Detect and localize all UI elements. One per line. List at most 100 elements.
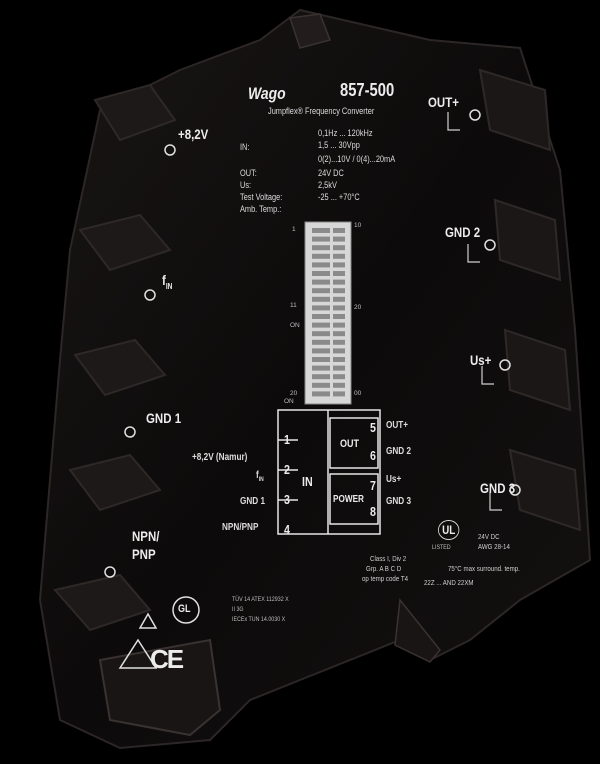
cert-zone: 22Z ... AND 22XM bbox=[424, 578, 474, 587]
dip-switch-slot bbox=[333, 339, 345, 345]
spec-out-value: 0(2)...10V / 0(4)...20mA bbox=[318, 154, 396, 164]
dip-mark-20b: 20 bbox=[290, 390, 298, 397]
cert-line-3: op temp code T4 bbox=[362, 574, 409, 583]
rating-2: AWG 28-14 bbox=[478, 542, 510, 551]
terminal-marker-3 bbox=[124, 426, 136, 438]
dip-switch-slot bbox=[333, 245, 345, 251]
dip-switch bbox=[312, 262, 330, 268]
terminal-marker-4 bbox=[104, 566, 116, 578]
rating-1: 24V DC bbox=[478, 532, 500, 541]
model-number: 857-500 bbox=[340, 80, 395, 100]
dip-switch bbox=[312, 374, 330, 380]
dip-mark-on-1: ON bbox=[290, 322, 300, 329]
dip-switch bbox=[312, 296, 330, 302]
wiring-out-box: OUT bbox=[340, 438, 360, 450]
dip-mark-00: 00 bbox=[354, 390, 362, 397]
label-gnd2: GND 2 bbox=[445, 224, 481, 240]
dip-switch-slot bbox=[333, 322, 345, 328]
wiring-pin-6: 6 bbox=[370, 448, 376, 463]
ul-mark: UL bbox=[438, 520, 460, 540]
wiring-pin-1: 1 bbox=[284, 432, 290, 447]
dip-switch bbox=[312, 314, 330, 319]
dip-mark-10: 10 bbox=[354, 222, 362, 229]
cert-line-2: Grp. A B C D bbox=[366, 564, 402, 573]
dip-switch bbox=[312, 348, 330, 354]
right-terminal-clamps bbox=[478, 68, 582, 532]
spec-row-value-3: -25 ... +70°C bbox=[318, 192, 360, 202]
brand-logo: Wago bbox=[248, 84, 286, 103]
wiring-right-label-3: Us+ bbox=[386, 474, 402, 485]
terminal-marker-7 bbox=[499, 359, 511, 371]
label-out-plus: OUT+ bbox=[428, 94, 459, 110]
product-subtitle: Jumpflex® Frequency Converter bbox=[268, 106, 375, 116]
esd-warning-icon bbox=[118, 638, 158, 669]
dip-switch-slot bbox=[333, 288, 345, 294]
dip-switch-slot bbox=[333, 253, 345, 259]
terminal-marker-1 bbox=[164, 144, 176, 156]
dip-switch-slot bbox=[333, 331, 345, 337]
caution-icon bbox=[138, 612, 158, 629]
wiring-label-1: +8,2V (Namur) bbox=[192, 452, 248, 463]
wiring-right-label-1: OUT+ bbox=[386, 420, 409, 431]
dip-switch-slot bbox=[333, 279, 345, 285]
wiring-pin-8: 8 bbox=[370, 504, 376, 519]
wiring-pin-7: 7 bbox=[370, 478, 376, 493]
dip-switch bbox=[312, 288, 330, 294]
dip-switch-slot bbox=[333, 365, 345, 371]
spec-row-label-3: Test Voltage: bbox=[240, 192, 283, 202]
wiring-label-4: NPN/PNP bbox=[222, 522, 259, 533]
spec-row-label-4: Amb. Temp.: bbox=[240, 204, 282, 214]
dip-switch bbox=[312, 331, 330, 337]
dip-switch bbox=[312, 253, 330, 259]
dip-switch-slot bbox=[333, 348, 345, 354]
dip-switch bbox=[312, 357, 330, 362]
wiring-right-label-4: GND 3 bbox=[386, 496, 412, 507]
terminal-marker-6 bbox=[484, 239, 496, 251]
dip-switch bbox=[312, 279, 330, 285]
terminal-marker-5 bbox=[469, 109, 481, 121]
dip-switch bbox=[312, 236, 330, 242]
din-rail-foot bbox=[98, 638, 222, 737]
rating-3: 75°C max surround. temp. bbox=[448, 564, 520, 573]
wiring-pin-4: 4 bbox=[284, 522, 290, 537]
label-f-in: fIN bbox=[162, 272, 173, 291]
spec-row-label-2: Us: bbox=[240, 180, 252, 190]
gl-text: GL bbox=[178, 603, 191, 615]
wiring-diagram bbox=[277, 409, 381, 535]
dip-switch bbox=[312, 305, 330, 311]
dip-switch bbox=[312, 339, 330, 345]
dip-switch-slot bbox=[333, 391, 345, 397]
dip-switch-slot bbox=[333, 374, 345, 380]
dip-switch bbox=[312, 228, 330, 233]
compliance-marks bbox=[118, 596, 200, 669]
left-terminal-clamps bbox=[53, 83, 177, 632]
dip-switch-slot bbox=[333, 357, 345, 362]
gl-mark bbox=[172, 596, 200, 624]
terminal-marker-2 bbox=[144, 289, 156, 301]
dip-switch bbox=[312, 382, 330, 388]
atex-line-1: TÜV 14 ATEX 112932 X bbox=[232, 596, 289, 603]
dip-mark-1: 1 bbox=[292, 226, 296, 233]
dip-mark-11: 11 bbox=[290, 302, 297, 309]
dip-mark-on-2: ON bbox=[284, 398, 294, 405]
label-gnd3: GND 3 bbox=[480, 480, 516, 496]
atex-line-2: II 3G bbox=[232, 606, 244, 613]
label-gnd1: GND 1 bbox=[146, 410, 182, 426]
ul-listed: LISTED bbox=[432, 544, 451, 551]
dip-switch bbox=[312, 365, 330, 371]
dip-switch-slot bbox=[333, 236, 345, 242]
atex-line-3: IECEx TUN 14.0030 X bbox=[232, 616, 286, 623]
label-plus-8v2: +8,2V bbox=[178, 126, 209, 142]
cert-line-1: Class I, Div 2 bbox=[370, 554, 407, 563]
spec-in-label: IN: bbox=[240, 142, 250, 152]
dip-switch-block bbox=[304, 221, 352, 405]
dip-mark-20: 20 bbox=[354, 304, 362, 311]
dip-switch bbox=[312, 322, 330, 328]
dip-switch bbox=[312, 271, 330, 276]
wiring-in-box: IN bbox=[302, 474, 313, 489]
spec-row-value-2: 2,5kV bbox=[318, 180, 337, 190]
dip-switch-slot bbox=[333, 296, 345, 302]
dip-switch-slot bbox=[333, 228, 345, 233]
dip-switch bbox=[312, 245, 330, 251]
